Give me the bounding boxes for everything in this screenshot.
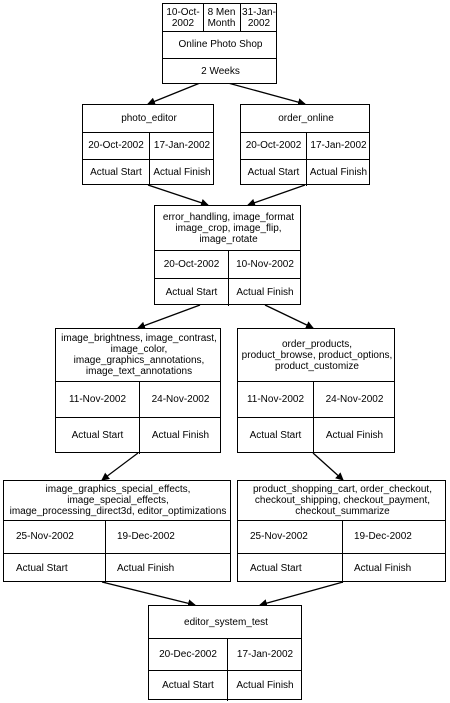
project-start-date: 10-Oct-2002 [166,6,200,29]
actual-finish-label: Actual Finish [236,680,294,691]
project-duration: 2 Weeks [201,66,240,77]
actual-finish-label: Actual Finish [309,167,368,178]
finish-date: 17-Jan-2002 [153,140,211,151]
actual-start-label: Actual Start [247,167,300,178]
arrow-common-to-order-products [264,304,314,329]
project-effort: 8 Men Month [207,6,236,29]
actual-finish-label: Actual Finish [151,430,210,441]
arrow-order-products-to-shopping-cart [312,452,344,481]
actual-start-label: Actual Start [71,430,124,441]
finish-date: 17-Jan-2002 [310,140,367,151]
arrow-common-to-image-adjust [137,304,201,330]
arrow-photo-editor-to-common [147,184,209,207]
finish-date: 10-Nov-2002 [236,258,294,270]
actual-start-label: Actual Start [16,562,68,574]
start-date: 11-Nov-2002 [246,393,305,405]
actual-finish-label: Actual Finish [325,430,384,441]
actual-start-label: Actual Start [165,286,218,298]
arrow-image-adjust-to-special-effects [101,452,139,481]
arrow-special-effects-to-system-test [101,581,196,608]
start-date: 20-Oct-2002 [245,140,302,151]
start-date: 25-Nov-2002 [250,531,308,542]
project-finish-date: 31-Jan-2002 [242,6,276,29]
finish-date: 19-Dec-2002 [117,531,175,542]
task-photo-editor: photo_editor 20-Oct-2002 17-Jan-2002 Act… [82,104,214,186]
task-name: order_online [278,113,334,124]
finish-date: 24-Nov-2002 [151,393,210,405]
actual-finish-label: Actual Finish [236,286,294,298]
arrow-project-to-photo-editor [147,82,201,106]
arrow-project-to-order-online [227,82,306,107]
task-common-image-ops: error_handling, image_format image_crop,… [154,205,301,306]
start-date: 11-Nov-2002 [68,393,127,405]
project-title: Online Photo Shop [178,39,263,50]
start-date: 20-Oct-2002 [163,258,220,270]
task-order-products: order_products, product_browse, product_… [237,328,395,454]
task-name: photo_editor [121,113,177,124]
actual-start-label: Actual Start [162,680,214,691]
task-name: product_shopping_cart, order_checkout, c… [252,484,432,517]
task-name: order_products, product_browse, product_… [241,338,393,372]
task-name: image_graphics_special_effects, image_sp… [9,484,227,517]
start-date: 25-Nov-2002 [16,531,74,542]
actual-start-label: Actual Start [250,562,302,574]
task-editor-system-test: editor_system_test 20-Dec-2002 17-Jan-20… [148,605,302,701]
task-name: image_brightness, image_contrast, image_… [61,333,217,377]
task-shopping-cart: product_shopping_cart, order_checkout, c… [237,480,446,583]
arrow-order-online-to-common [247,184,306,207]
finish-date: 17-Jan-2002 [236,648,294,660]
actual-start-label: Actual Start [249,430,302,441]
task-order-online: order_online 20-Oct-2002 17-Jan-2002 Act… [240,104,370,186]
task-special-effects: image_graphics_special_effects, image_sp… [3,480,231,583]
actual-finish-label: Actual Finish [354,562,412,574]
actual-finish-label: Actual Finish [153,167,211,178]
task-image-adjust: image_brightness, image_contrast, image_… [55,328,221,454]
arrow-shopping-cart-to-system-test [259,581,344,607]
task-name: error_handling, image_format image_crop,… [162,211,295,245]
start-date: 20-Oct-2002 [88,140,144,151]
task-name: editor_system_test [184,616,268,628]
finish-date: 19-Dec-2002 [354,531,412,542]
finish-date: 24-Nov-2002 [325,393,384,405]
project-node: 10-Oct-2002 8 Men Month 31-Jan-2002 Onli… [162,3,277,84]
start-date: 20-Dec-2002 [159,648,217,660]
actual-start-label: Actual Start [90,167,142,178]
actual-finish-label: Actual Finish [117,562,175,574]
